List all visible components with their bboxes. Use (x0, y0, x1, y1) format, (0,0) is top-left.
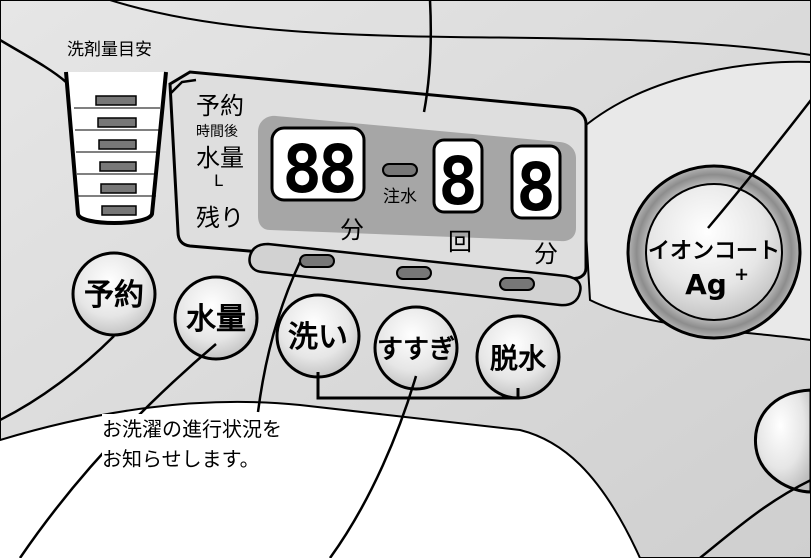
unit-times: 回 (448, 228, 472, 256)
detergent-gauge-label: 洗剤量目安 (67, 40, 152, 60)
reserve-button[interactable] (71, 251, 157, 337)
digit-box-main (270, 126, 366, 202)
reserve-button-label: 予約 (84, 278, 144, 313)
rinse-button-label: すすぎ (377, 335, 455, 365)
reserve-label: 予約 (196, 92, 244, 120)
water-fill-label: 注水 (383, 187, 417, 207)
course-bracket (316, 372, 520, 400)
digit-box-rinse (432, 138, 484, 214)
unit-minutes-left: 分 (340, 216, 364, 244)
rinse-button[interactable] (373, 305, 459, 391)
digit-spin: 8 (516, 149, 556, 226)
water-level-button[interactable] (173, 275, 259, 361)
rinse-progress-lamp (396, 266, 432, 280)
digit-box-spin (510, 144, 562, 220)
ion-coat-label-line1: イオンコート (648, 239, 780, 264)
progress-note-line1: お洗濯の進行状況を (102, 417, 282, 441)
ion-coat-label-sup: + (734, 264, 749, 285)
detergent-gauge-bars (74, 95, 160, 216)
digit-rinse: 8 (438, 143, 478, 220)
progress-note-line2: お知らせします。 (102, 447, 260, 471)
water-level-button-label: 水量 (186, 302, 246, 337)
ion-coat-label-line2: Ag (685, 268, 727, 301)
progress-note: お洗濯の進行状況を お知らせします。 (102, 414, 342, 474)
unit-minutes-right: 分 (534, 240, 558, 268)
digits-main: 88 (282, 131, 354, 208)
hours-after-label: 時間後 (196, 124, 238, 140)
panel-top-edge (109, 0, 811, 56)
water-fill-lamp (382, 163, 418, 177)
wash-progress-lamp (299, 254, 335, 268)
wash-button-label: 洗い (288, 320, 348, 355)
spin-button-label: 脱水 (490, 342, 547, 375)
water-label: 水量 (196, 144, 244, 172)
spin-progress-lamp (499, 277, 535, 291)
ion-coat-button[interactable] (645, 183, 783, 321)
remaining-label: 残り (196, 204, 244, 232)
liter-label: L (214, 171, 223, 190)
